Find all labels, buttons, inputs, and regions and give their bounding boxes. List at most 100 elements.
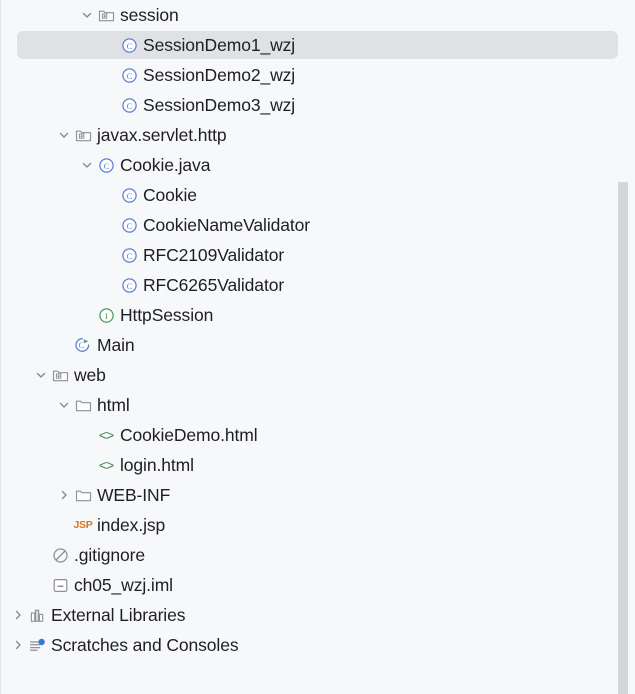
java-class-icon: C: [119, 210, 139, 240]
svg-text:C: C: [79, 341, 85, 350]
chevron-down-icon[interactable]: [78, 150, 96, 180]
chevron-placeholder: [55, 330, 73, 360]
tree-row[interactable]: I HttpSession: [1, 300, 635, 330]
tree-row-label: WEB-INF: [97, 485, 171, 505]
tree-row[interactable]: C Cookie.java: [1, 150, 635, 180]
tree-row-label: ch05_wzj.iml: [74, 575, 173, 595]
chevron-down-icon[interactable]: [55, 120, 73, 150]
tree-row[interactable]: C RFC2109Validator: [1, 240, 635, 270]
html-file-icon: <>: [98, 427, 114, 443]
tree-row[interactable]: External Libraries: [1, 600, 635, 630]
svg-text:C: C: [126, 40, 132, 50]
tree-row-label: Cookie: [143, 185, 197, 205]
tree-row[interactable]: C SessionDemo3_wzj: [1, 90, 635, 120]
svg-text:I: I: [105, 310, 108, 320]
html-file-icon: <>: [98, 457, 114, 473]
tree-row-label: login.html: [120, 455, 194, 475]
java-class-icon: C: [119, 90, 139, 120]
tree-row[interactable]: .gitignore: [1, 540, 635, 570]
tree-row[interactable]: C RFC6265Validator: [1, 270, 635, 300]
chevron-placeholder: [32, 540, 50, 570]
chevron-placeholder: [32, 570, 50, 600]
tree-row-label: session: [120, 5, 179, 25]
svg-text:C: C: [126, 100, 132, 110]
chevron-placeholder: [101, 90, 119, 120]
scratches-consoles-icon: [27, 630, 47, 660]
tree-row[interactable]: javax.servlet.http: [1, 120, 635, 150]
tree-row[interactable]: Scratches and Consoles: [1, 630, 635, 660]
tree-row-label: .gitignore: [74, 545, 145, 565]
tree-row-label: SessionDemo1_wzj: [143, 35, 296, 55]
tree-row[interactable]: JSP index.jsp: [1, 510, 635, 540]
svg-text:C: C: [103, 160, 109, 170]
tree-row-label: html: [97, 395, 130, 415]
java-class-icon: C: [119, 180, 139, 210]
jsp-file-icon: JSP: [73, 519, 93, 531]
tree-row[interactable]: session: [1, 0, 635, 30]
tree-row-label: Main: [97, 335, 135, 355]
svg-text:C: C: [126, 250, 132, 260]
chevron-placeholder: [101, 180, 119, 210]
gitignore-file-icon: [50, 540, 70, 570]
java-runnable-class-icon: C: [73, 330, 93, 360]
chevron-placeholder: [101, 30, 119, 60]
java-class-icon: C: [119, 240, 139, 270]
svg-text:C: C: [126, 220, 132, 230]
chevron-placeholder: [101, 210, 119, 240]
chevron-placeholder: [55, 510, 73, 540]
tree-row[interactable]: <> CookieDemo.html: [1, 420, 635, 450]
tree-row-label: CookieDemo.html: [120, 425, 258, 445]
java-class-icon: C: [96, 150, 116, 180]
java-class-icon: C: [119, 30, 139, 60]
tree-row-label: javax.servlet.http: [97, 125, 227, 145]
iml-module-file-icon: [50, 570, 70, 600]
tree-row-label: RFC2109Validator: [143, 245, 285, 265]
chevron-down-icon[interactable]: [55, 390, 73, 420]
package-folder-icon: [73, 120, 93, 150]
package-folder-icon: [96, 0, 116, 30]
chevron-placeholder: [78, 420, 96, 450]
chevron-placeholder: [101, 270, 119, 300]
tree-row-label: web: [74, 365, 106, 385]
chevron-placeholder: [101, 60, 119, 90]
tree-row[interactable]: C Main: [1, 330, 635, 360]
chevron-down-icon[interactable]: [78, 0, 96, 30]
tree-row-label: RFC6265Validator: [143, 275, 285, 295]
tree-row-label: index.jsp: [97, 515, 166, 535]
tree-row-label: SessionDemo3_wzj: [143, 95, 296, 115]
tree-row[interactable]: web: [1, 360, 635, 390]
external-libraries-icon: [27, 600, 47, 630]
tree-row[interactable]: C SessionDemo1_wzj: [1, 30, 635, 60]
tree-row[interactable]: C SessionDemo2_wzj: [1, 60, 635, 90]
tree-row-label: SessionDemo2_wzj: [143, 65, 296, 85]
chevron-right-icon[interactable]: [9, 600, 27, 630]
vertical-scrollbar-track[interactable]: [618, 0, 635, 694]
java-interface-icon: I: [96, 300, 116, 330]
java-class-icon: C: [119, 60, 139, 90]
tree-row-label: CookieNameValidator: [143, 215, 311, 235]
tree-row-label: External Libraries: [51, 605, 186, 625]
folder-icon: [73, 480, 93, 510]
svg-text:C: C: [126, 280, 132, 290]
tree-row-label: Scratches and Consoles: [51, 635, 239, 655]
folder-icon: [73, 390, 93, 420]
tree-row[interactable]: WEB-INF: [1, 480, 635, 510]
tree-row-label: Cookie.java: [120, 155, 211, 175]
vertical-scrollbar-thumb[interactable]: [618, 182, 628, 694]
chevron-down-icon[interactable]: [32, 360, 50, 390]
tree-row[interactable]: <> login.html: [1, 450, 635, 480]
tree-row-label: HttpSession: [120, 305, 214, 325]
tree-row[interactable]: C CookieNameValidator: [1, 210, 635, 240]
chevron-right-icon[interactable]: [9, 630, 27, 660]
chevron-right-icon[interactable]: [55, 480, 73, 510]
package-folder-icon: [50, 360, 70, 390]
chevron-placeholder: [101, 240, 119, 270]
chevron-placeholder: [78, 300, 96, 330]
svg-text:C: C: [126, 70, 132, 80]
chevron-placeholder: [78, 450, 96, 480]
tree-row[interactable]: ch05_wzj.iml: [1, 570, 635, 600]
tree-row[interactable]: html: [1, 390, 635, 420]
